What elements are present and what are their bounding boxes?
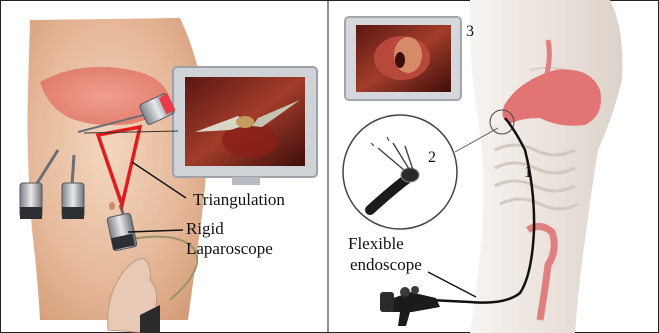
triangulation-label: Triangulation <box>193 191 285 209</box>
marker-two: 2 <box>428 150 436 166</box>
navel <box>109 202 115 210</box>
flexible-label-line2: endoscope <box>350 256 422 274</box>
flexible-label-line1: Flexible <box>348 235 404 253</box>
marker-one: 1 <box>524 165 532 181</box>
marker-three: 3 <box>466 24 474 40</box>
monitor-icon <box>173 67 317 185</box>
endoscope-tip-closeup <box>343 115 457 229</box>
rigid-label-line1: Rigid <box>186 220 224 238</box>
rigid-label-line2: Laparoscope <box>186 240 273 258</box>
monitor-icon <box>345 17 461 100</box>
